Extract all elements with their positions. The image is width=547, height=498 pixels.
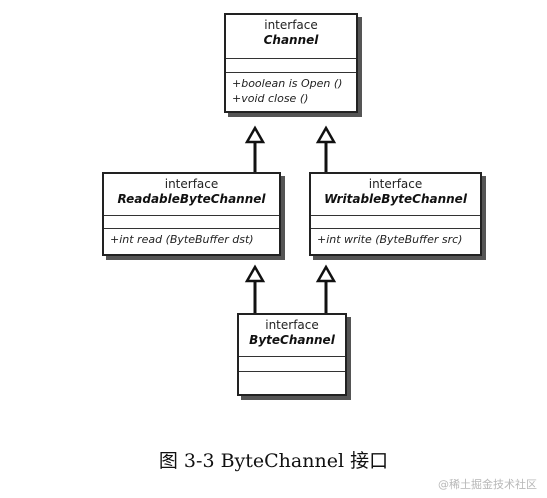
writable-extends-channel-link: [315, 125, 337, 172]
readable-operation-read: +int read (ByteBuffer dst): [110, 233, 254, 246]
inheritance-arrowhead: [244, 125, 266, 144]
readable-operations-section: +int read (ByteBuffer dst): [104, 229, 279, 247]
bytechannel-name-section: interface ByteChannel: [239, 315, 345, 357]
inheritance-arrowhead: [244, 264, 266, 283]
writable-attributes-section: [311, 216, 480, 229]
channel-stereotype: interface: [264, 18, 318, 32]
channel-attributes-section: [226, 59, 356, 73]
writable-byte-channel-interface-box: interface WritableByteChannel +int write…: [309, 172, 482, 256]
bytechannel-attributes-section: [239, 357, 345, 372]
writable-interface-name: WritableByteChannel: [324, 192, 467, 206]
readable-extends-channel-link: [244, 125, 266, 172]
channel-operation-close: +void close (): [232, 92, 309, 105]
channel-interface-box: interface Channel +boolean is Open () +v…: [224, 13, 358, 113]
readable-interface-name: ReadableByteChannel: [117, 192, 266, 206]
writable-stereotype: interface: [368, 177, 423, 191]
readable-attributes-section: [104, 216, 279, 229]
inheritance-arrowhead: [315, 264, 337, 283]
bytechannel-interface-name: ByteChannel: [249, 333, 335, 347]
channel-name-section: interface Channel: [226, 15, 356, 59]
byte-channel-interface-box: interface ByteChannel: [237, 313, 347, 396]
writable-operations-section: +int write (ByteBuffer src): [311, 229, 480, 247]
readable-stereotype: interface: [164, 177, 219, 191]
figure-caption: 图 3-3 ByteChannel 接口: [158, 450, 389, 472]
channel-interface-name: Channel: [263, 33, 319, 47]
readable-name-section: interface ReadableByteChannel: [104, 174, 279, 216]
channel-operation-is-open: +boolean is Open (): [232, 77, 343, 90]
inheritance-arrowhead: [315, 125, 337, 144]
writable-operation-write: +int write (ByteBuffer src): [317, 233, 463, 246]
bytechannel-extends-writable-link: [315, 264, 337, 313]
bytechannel-extends-readable-link: [244, 264, 266, 313]
bytechannel-stereotype: interface: [265, 318, 319, 332]
writable-name-section: interface WritableByteChannel: [311, 174, 480, 216]
watermark-text: @稀土掘金技术社区: [438, 478, 537, 491]
channel-operations-section: +boolean is Open () +void close (): [226, 73, 356, 106]
bytechannel-operations-section: [239, 372, 345, 375]
readable-byte-channel-interface-box: interface ReadableByteChannel +int read …: [102, 172, 281, 256]
